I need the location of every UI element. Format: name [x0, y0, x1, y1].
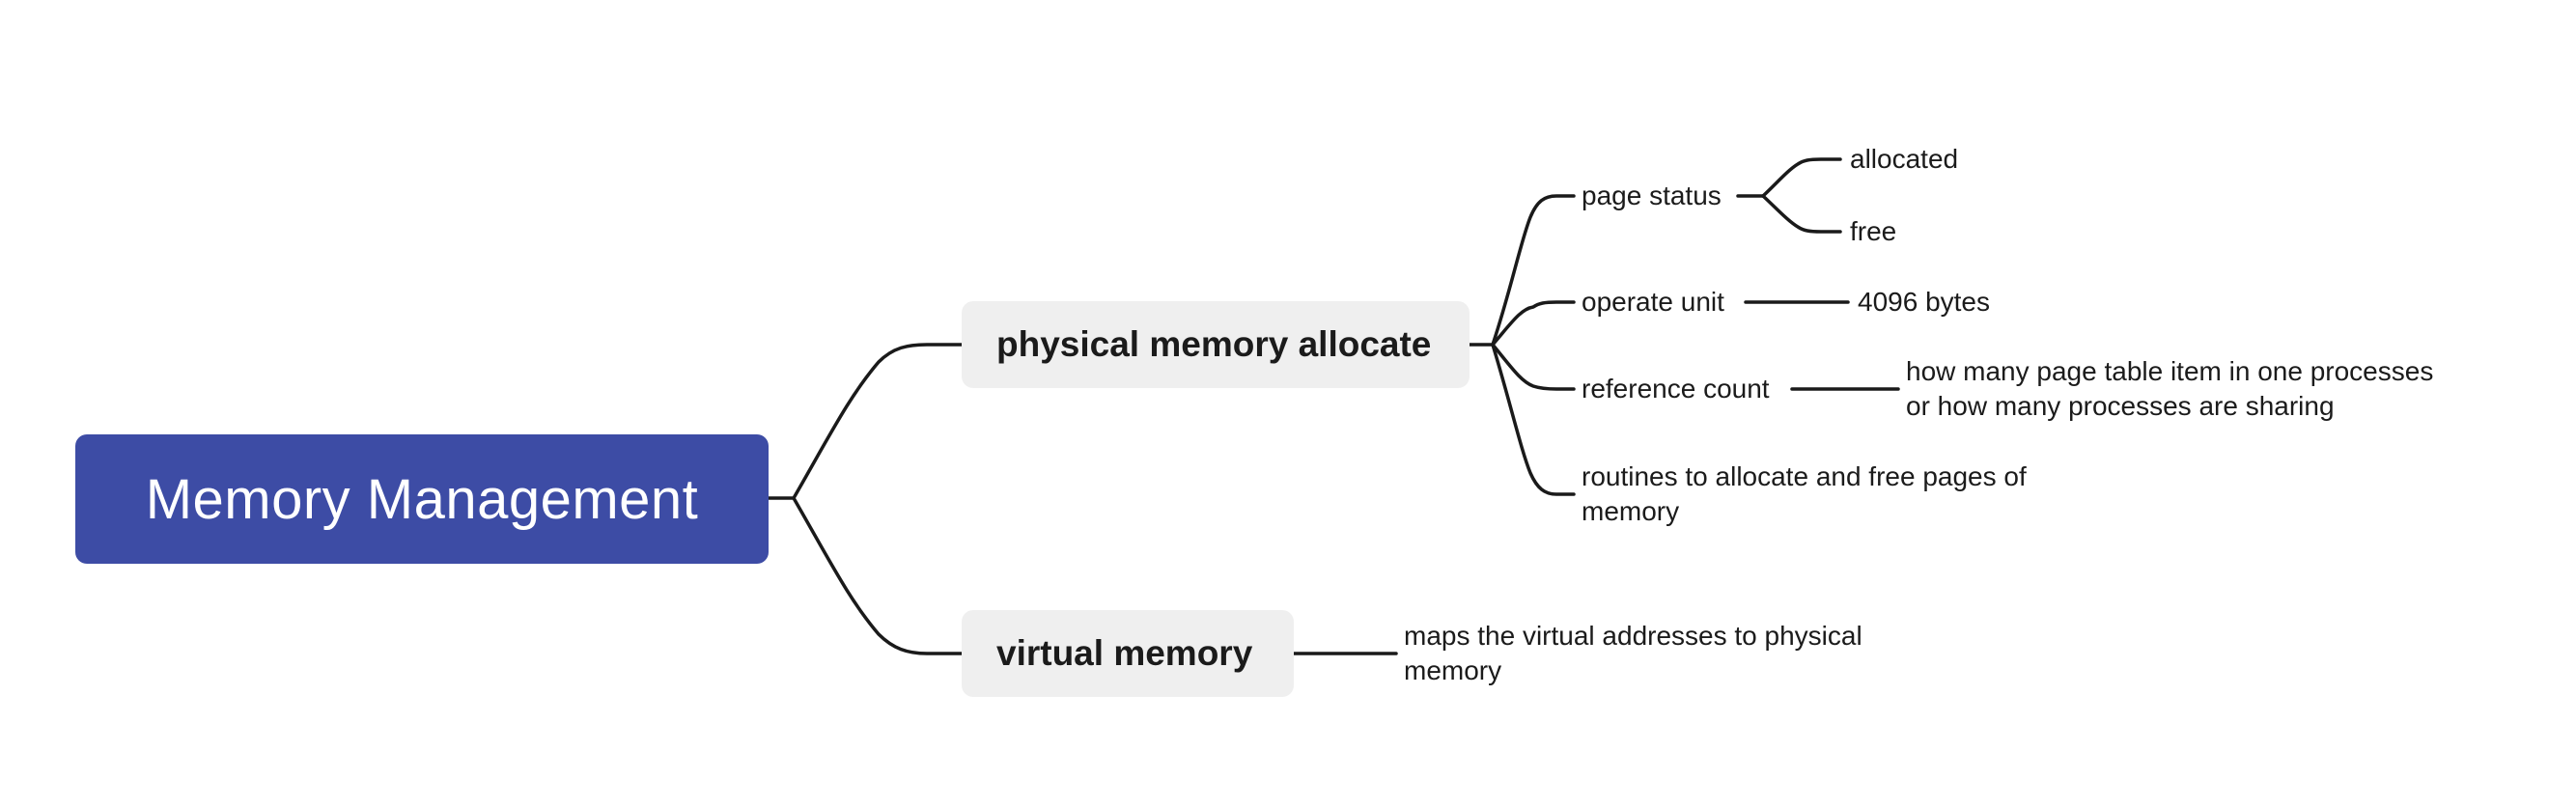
root-node[interactable]: Memory Management: [75, 434, 769, 564]
link-physical-page-status: [1491, 194, 1576, 347]
node-allocated[interactable]: allocated: [1850, 144, 1959, 174]
detail-line: memory: [1404, 655, 1502, 685]
link-page-status-allocated: [1761, 157, 1842, 198]
node-reference-count-detail[interactable]: how many page table item in one processe…: [1906, 354, 2433, 424]
node-page-status[interactable]: page status: [1582, 181, 1722, 210]
node-virtual-detail[interactable]: maps the virtual addresses to physical m…: [1404, 619, 1862, 688]
detail-line: or how many processes are sharing: [1906, 391, 2335, 421]
link-physical-routines: [1491, 343, 1576, 496]
node-reference-count[interactable]: reference count: [1582, 374, 1770, 404]
link-page-status-free: [1761, 194, 1842, 234]
link-physical-operate-unit: [1491, 300, 1576, 347]
link-root-physical: [767, 343, 964, 500]
detail-line: routines to allocate and free pages of: [1582, 461, 2027, 491]
detail-line: memory: [1582, 496, 1680, 526]
link-physical-reference-count: [1491, 343, 1576, 391]
branch-physical-memory-allocate[interactable]: physical memory allocate: [962, 301, 1470, 388]
detail-line: how many page table item in one processe…: [1906, 356, 2434, 386]
node-free[interactable]: free: [1850, 216, 1897, 246]
node-routines[interactable]: routines to allocate and free pages of m…: [1582, 459, 2027, 529]
link-root-virtual: [792, 496, 964, 655]
detail-line: maps the virtual addresses to physical: [1404, 621, 1862, 651]
node-operate-unit[interactable]: operate unit: [1582, 287, 1724, 317]
node-4096-bytes[interactable]: 4096 bytes: [1858, 287, 1990, 317]
branch-virtual-memory[interactable]: virtual memory: [962, 610, 1294, 697]
